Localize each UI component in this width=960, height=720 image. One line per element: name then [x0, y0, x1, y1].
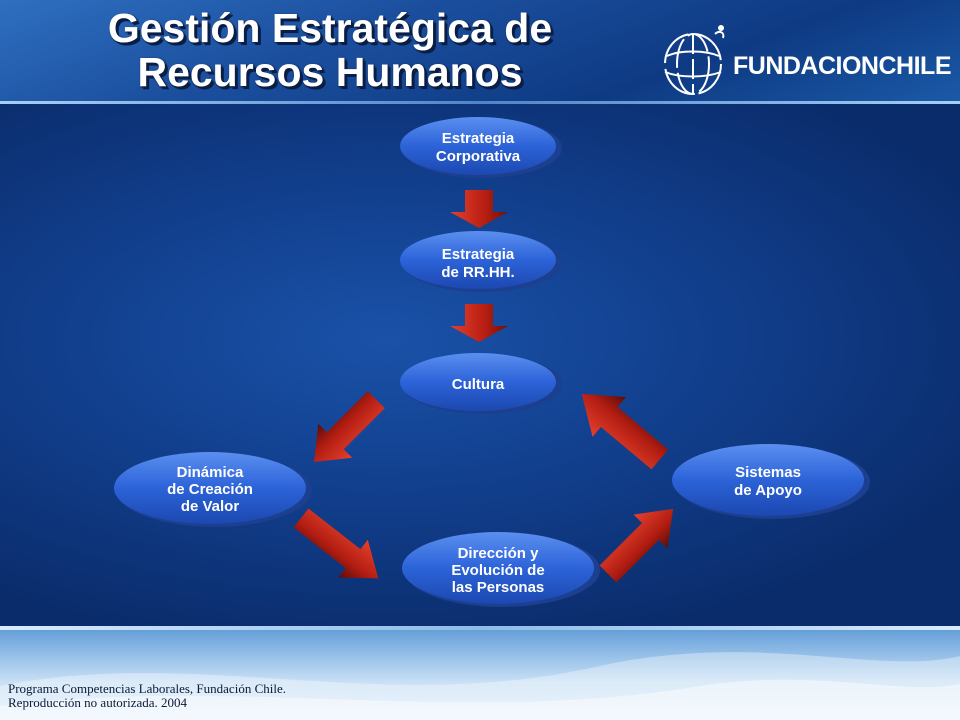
- node-label-line: Evolución de: [451, 562, 544, 579]
- node-estrategia-corporativa: Estrategia Corporativa: [400, 117, 562, 178]
- down-arrow-1: [450, 190, 508, 228]
- footer-wave-decoration: [0, 652, 960, 720]
- node-label-line: Dirección y: [458, 545, 540, 562]
- fundacion-chile-logo: FUNDACIONCHILE: [655, 20, 952, 100]
- arrow-dinamica-to-direccion: [293, 508, 379, 579]
- logo-wordmark: FUNDACIONCHILE: [733, 52, 952, 80]
- footer-line-1: Programa Competencias Laborales, Fundaci…: [8, 681, 286, 696]
- node-label-line: Cultura: [452, 376, 505, 393]
- node-label-line: de Creación: [167, 481, 253, 498]
- node-direccion-evolucion-personas: Dirección y Evolución de las Personas: [402, 532, 600, 607]
- node-label-line: Corporativa: [436, 148, 521, 165]
- footer-band: [0, 626, 960, 720]
- arrow-cultura-to-dinamica: [314, 391, 385, 462]
- globe-logo-icon: [664, 25, 725, 95]
- title-line-2: Recursos Humanos: [137, 49, 523, 95]
- arrow-sistemas-to-cultura: [581, 393, 669, 470]
- slide-title: Gestión Estratégica de Recursos Humanos: [40, 6, 620, 94]
- node-dinamica-creacion-valor: Dinámica de Creación de Valor: [114, 452, 312, 527]
- node-label-line: de RR.HH.: [441, 264, 514, 281]
- node-label-line: Dinámica: [177, 464, 244, 481]
- footer-copyright: Programa Competencias Laborales, Fundaci…: [8, 682, 286, 710]
- hr-strategy-diagram: Estrategia Corporativa Estrategia de RR.…: [114, 117, 870, 607]
- node-sistemas-apoyo: Sistemas de Apoyo: [672, 444, 870, 519]
- node-label-line: de Valor: [181, 498, 240, 515]
- footer-line-2: Reproducción no autorizada. 2004: [8, 695, 188, 710]
- node-cultura: Cultura: [400, 353, 562, 414]
- node-estrategia-rrhh: Estrategia de RR.HH.: [400, 231, 562, 292]
- arrow-direccion-to-sistemas: [599, 508, 674, 583]
- header-band: [0, 0, 960, 104]
- node-label-line: Estrategia: [442, 130, 515, 147]
- node-label-line: Estrategia: [442, 246, 515, 263]
- node-label-line: las Personas: [452, 579, 545, 596]
- node-label-line: de Apoyo: [734, 482, 802, 499]
- title-line-1: Gestión Estratégica de: [107, 5, 553, 51]
- node-label-line: Sistemas: [735, 464, 801, 481]
- down-arrow-2: [450, 304, 508, 342]
